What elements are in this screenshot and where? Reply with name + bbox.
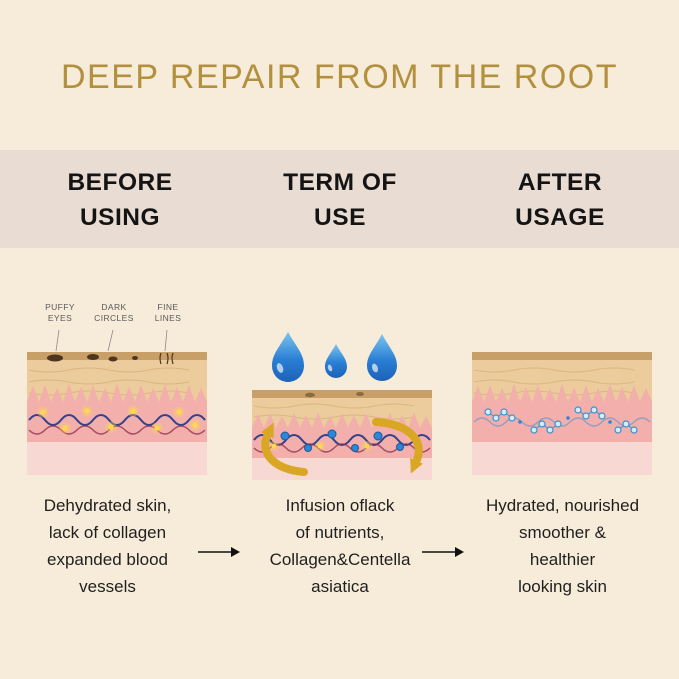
- nutrient-dot-icon: [280, 429, 404, 452]
- gold-rotation-arrow-icon: [261, 418, 423, 476]
- skin-diagram-after: [460, 290, 660, 490]
- arrow-right-icon: [422, 547, 464, 557]
- skin-label-dark-circles: DARK CIRCLES: [94, 302, 134, 324]
- skin-label-fine-lines: FINE LINES: [154, 302, 182, 324]
- skin-label-puffy-eyes: PUFFY EYES: [45, 302, 75, 324]
- column-header-after: AFTER USAGE: [515, 169, 605, 231]
- caption-before: Dehydrated skin, lack of collagen expand…: [43, 496, 172, 596]
- header-band: [0, 150, 679, 248]
- sparkle-dot-icon: [37, 405, 201, 434]
- dark-spot-icon: [47, 354, 138, 362]
- arrow-right-icon: [198, 547, 240, 557]
- hydration-molecule-chain-icon: [484, 406, 638, 434]
- page-title: DEEP REPAIR FROM THE ROOT: [60, 58, 618, 96]
- caption-term: Infusion oflack of nutrients, Collagen&C…: [269, 496, 411, 596]
- skin-diagram-before-art: [27, 329, 207, 475]
- column-header-term: TERM OF USE: [283, 169, 397, 231]
- skin-diagram-during-art: [252, 332, 432, 480]
- caption-after: Hydrated, nourished smoother & healthier…: [485, 496, 640, 596]
- water-drop-icon: [272, 332, 397, 382]
- skin-diagram-during: [240, 290, 440, 490]
- column-header-before: BEFORE USING: [67, 169, 173, 231]
- skin-diagram-after-art: [472, 352, 652, 475]
- skin-diagram-before: PUFFY EYES DARK CIRCLES FINE LINES: [15, 290, 215, 490]
- fine-lines-icon: [159, 352, 174, 365]
